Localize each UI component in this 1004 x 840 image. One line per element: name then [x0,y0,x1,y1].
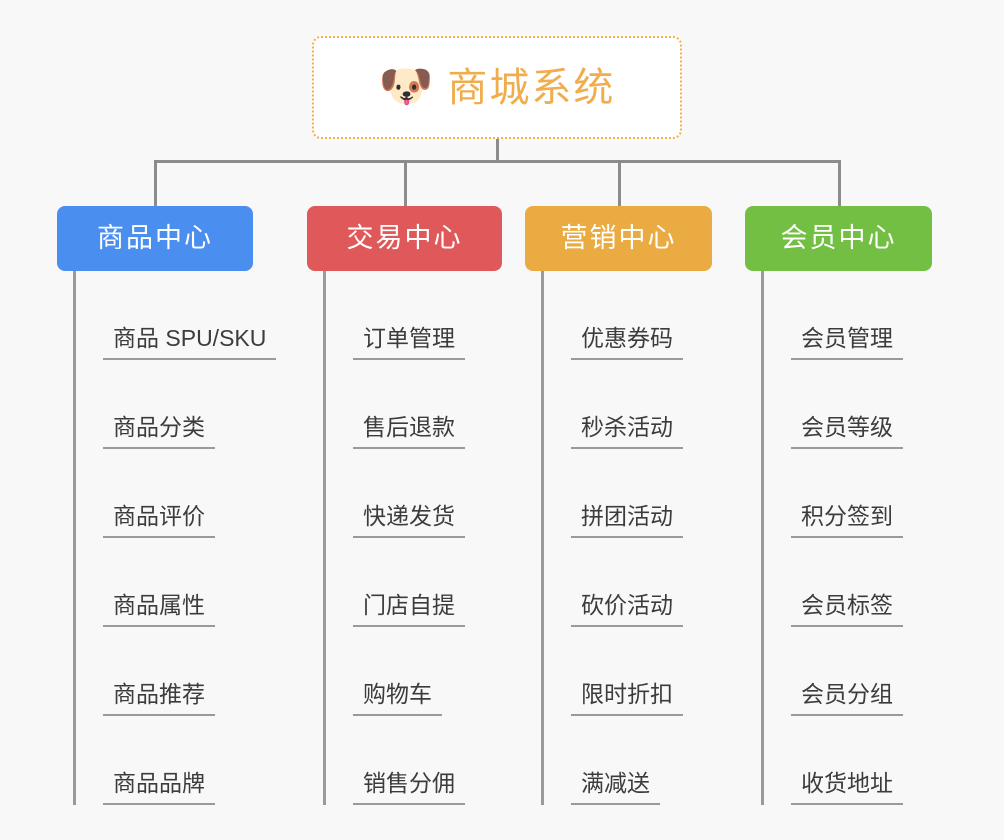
leaf-item[interactable]: 积分签到 [761,449,903,538]
leaf-item-underline: 商品评价 [103,503,215,538]
leaf-item-label: 订单管理 [363,324,455,351]
leaf-item-underline: 拼团活动 [571,503,683,538]
leaf-item[interactable]: 商品分类 [73,360,215,449]
leaf-item-label: 快递发货 [363,502,455,529]
leaf-item-label: 销售分佣 [363,769,455,796]
leaf-item-underline: 商品品牌 [103,770,215,805]
leaf-item-label: 积分签到 [801,502,893,529]
leaf-item[interactable]: 订单管理 [323,271,465,360]
leaf-item-underline: 会员分组 [791,681,903,716]
leaf-spine [73,271,76,805]
leaf-item-label: 满减送 [581,769,650,796]
leaf-item-underline: 商品 SPU/SKU [103,324,277,360]
leaf-item-label: 会员分组 [801,680,893,707]
leaf-item[interactable]: 优惠券码 [541,271,683,360]
leaf-item-underline: 订单管理 [353,325,465,360]
leaf-item-label: 限时折扣 [581,680,673,707]
leaf-item[interactable]: 砍价活动 [541,538,683,627]
leaf-item[interactable]: 限时折扣 [541,627,683,716]
leaf-item-label: 商品属性 [113,591,205,618]
leaf-item-label: 商品品牌 [113,769,205,796]
leaf-item-label: 门店自提 [363,591,455,618]
leaf-item-underline: 购物车 [353,681,442,716]
leaf-item[interactable]: 售后退款 [323,360,465,449]
leaf-item-label: 会员等级 [801,413,893,440]
category-drop-connector-3 [617,160,621,206]
leaf-spine [541,271,544,805]
leaf-item[interactable]: 会员标签 [761,538,903,627]
leaf-item[interactable]: 商品品牌 [73,716,215,805]
leaf-item-underline: 销售分佣 [353,770,465,805]
leaf-column-3: 优惠券码秒杀活动拼团活动砍价活动限时折扣满减送 [541,271,788,805]
leaf-item-underline: 商品属性 [103,592,215,627]
leaf-item-label: 商品评价 [113,502,205,529]
leaf-item-underline: 满减送 [571,770,660,805]
category-label: 会员中心 [780,223,897,253]
leaf-item[interactable]: 快递发货 [323,449,465,538]
leaf-column-1: 商品 SPU/SKU 商品分类商品评价商品属性商品推荐商品品牌 [73,271,329,805]
category-box-4[interactable]: 会员中心 [745,206,932,271]
leaf-item-underline: 会员等级 [791,414,903,449]
leaf-item[interactable]: 购物车 [323,627,442,716]
leaf-item-underline: 售后退款 [353,414,465,449]
leaf-item[interactable]: 商品推荐 [73,627,215,716]
leaf-item[interactable]: 秒杀活动 [541,360,683,449]
leaf-item-underline: 砍价活动 [571,592,683,627]
leaf-item[interactable]: 商品评价 [73,449,215,538]
leaf-item-label: 秒杀活动 [581,413,673,440]
category-box-3[interactable]: 营销中心 [525,206,712,271]
leaf-item-underline: 积分签到 [791,503,903,538]
leaf-item[interactable]: 商品属性 [73,538,215,627]
leaf-item-label: 商品推荐 [113,680,205,707]
horizontal-bus-connector [154,160,841,163]
root-title: 商城系统 [447,65,616,110]
leaf-item-underline: 优惠券码 [571,325,683,360]
leaf-item-underline: 门店自提 [353,592,465,627]
leaf-item-label: 优惠券码 [581,324,673,351]
shiba-dog-face-icon: 🐶 [378,61,434,111]
leaf-item-label: 拼团活动 [581,502,673,529]
leaf-item-underline: 限时折扣 [571,681,683,716]
leaf-item-underline: 会员管理 [791,325,903,360]
leaf-spine [323,271,326,805]
leaf-item-underline: 秒杀活动 [571,414,683,449]
leaf-item[interactable]: 满减送 [541,716,660,805]
leaf-item-label: 购物车 [363,680,432,707]
leaf-spine [761,271,764,805]
leaf-item-label: 会员管理 [801,324,893,351]
leaf-item-label: 商品分类 [113,413,205,440]
leaf-item[interactable]: 会员等级 [761,360,903,449]
category-label: 交易中心 [346,223,463,253]
category-box-2[interactable]: 交易中心 [307,206,502,271]
leaf-item-label: 售后退款 [363,413,455,440]
leaf-item[interactable]: 拼团活动 [541,449,683,538]
category-drop-connector-4 [837,160,841,206]
leaf-item-label: 收货地址 [801,769,893,796]
leaf-item-label: 商品 SPU/SKU [113,324,267,351]
leaf-item-underline: 收货地址 [791,770,903,805]
category-label: 商品中心 [97,223,213,253]
leaf-item[interactable]: 商品 SPU/SKU [73,271,277,360]
category-box-1[interactable]: 商品中心 [57,206,253,271]
root-stem-connector [496,139,499,163]
leaf-column-2: 订单管理售后退款快递发货门店自提购物车销售分佣 [323,271,578,805]
leaf-item[interactable]: 销售分佣 [323,716,465,805]
leaf-item-label: 砍价活动 [581,591,673,618]
category-drop-connector-1 [154,160,157,206]
leaf-column-4: 会员管理会员等级积分签到会员标签会员分组收货地址 [761,271,1004,805]
leaf-item[interactable]: 收货地址 [761,716,903,805]
root-node[interactable]: 🐶 商城系统 [312,36,682,139]
leaf-item[interactable]: 会员管理 [761,271,903,360]
leaf-item-underline: 会员标签 [791,592,903,627]
leaf-item[interactable]: 会员分组 [761,627,903,716]
leaf-item[interactable]: 门店自提 [323,538,465,627]
leaf-item-underline: 商品分类 [103,414,215,449]
category-drop-connector-2 [403,160,407,206]
leaf-item-underline: 商品推荐 [103,681,215,716]
category-label: 营销中心 [560,223,677,253]
leaf-item-label: 会员标签 [801,591,893,618]
leaf-item-underline: 快递发货 [353,503,465,538]
